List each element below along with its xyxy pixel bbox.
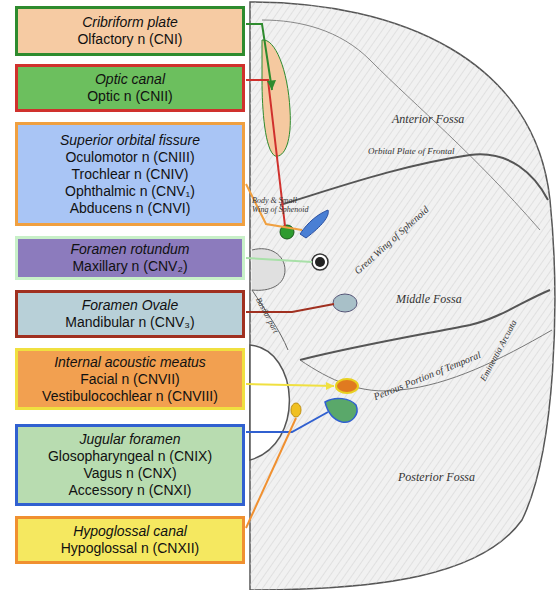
nerve-list: Optic n (CNII) <box>22 88 238 105</box>
foramen-box: Optic canalOptic n (CNII) <box>15 64 245 112</box>
foramen-name: Superior orbital fissure <box>22 132 238 149</box>
leader-line <box>246 412 328 432</box>
nerve-list: Maxillary n (CNV₂) <box>22 258 238 275</box>
foramen-box: Foramen OvaleMandibular n (CNV₃) <box>15 290 245 338</box>
foramen-name: Foramen rotundum <box>22 241 238 258</box>
nerve-line: Mandibular n (CNV₃) <box>22 314 238 331</box>
foramen-box: Hypoglossal canalHypoglossal n (CNXII) <box>15 516 245 564</box>
nerve-line: Vestibulocochlear n (CNVIII) <box>22 388 238 405</box>
nerve-line: Olfactory n (CNI) <box>22 31 238 48</box>
foramen-name: Optic canal <box>22 71 238 88</box>
anatomy-label: Anterior Fossa <box>392 112 464 127</box>
foramen-box: Cribriform plateOlfactory n (CNI) <box>15 6 245 56</box>
foramen-ovale <box>333 294 357 312</box>
nerve-list: Olfactory n (CNI) <box>22 31 238 48</box>
nerve-list: Glosopharyngeal n (CNIX) Vagus n (CNX) A… <box>22 448 238 499</box>
nerve-line: Oculomotor n (CNIII) <box>22 149 238 166</box>
superior-orbital-fissure <box>300 210 328 238</box>
nerve-line: Optic n (CNII) <box>22 88 238 105</box>
foramen-name: Cribriform plate <box>22 14 238 31</box>
anatomy-label: Middle Fossa <box>396 292 462 307</box>
nerve-line: Trochlear n (CNIV) <box>22 166 238 183</box>
leader-line <box>246 418 296 528</box>
foramen-box: Foramen rotundumMaxillary n (CNV₂) <box>15 236 245 280</box>
jugular-foramen <box>325 398 357 422</box>
skull-shading <box>250 2 555 590</box>
hypoglossal-canal <box>291 403 301 417</box>
arrow-head <box>326 382 334 390</box>
anatomy-label: Body & Small Wing of Sphenoid <box>252 196 314 214</box>
nerve-list: Hypoglossal n (CNXII) <box>22 540 238 557</box>
nerve-line: Hypoglossal n (CNXII) <box>22 540 238 557</box>
nerve-line: Accessory n (CNXI) <box>22 482 238 499</box>
foramen-box: Jugular foramenGlosopharyngeal n (CNIX) … <box>15 424 245 506</box>
internal-acoustic-meatus <box>336 379 358 393</box>
arrow-head <box>267 80 276 90</box>
nerve-line: Facial n (CNVII) <box>22 371 238 388</box>
anatomy-label: Orbital Plate of Frontal <box>368 146 454 156</box>
nerve-line: Ophthalmic n (CNV₁) <box>22 183 238 200</box>
foramen-name: Internal acoustic meatus <box>22 354 238 371</box>
foramen-rotundum <box>312 254 328 270</box>
sella-turcica <box>252 249 285 291</box>
nerve-list: Oculomotor n (CNIII) Trochlear n (CNIV) … <box>22 149 238 217</box>
foramen-box: Superior orbital fissureOculomotor n (CN… <box>15 122 245 226</box>
foramen-rotundum-core <box>315 257 325 267</box>
lesser-wing-ridge <box>280 154 548 205</box>
foramen-box: Internal acoustic meatusFacial n (CNVII)… <box>15 348 245 410</box>
nerve-list: Mandibular n (CNV₃) <box>22 314 238 331</box>
nerve-line: Vagus n (CNX) <box>22 465 238 482</box>
skull-outline <box>250 2 555 590</box>
leader-line <box>246 258 312 262</box>
foramen-name: Jugular foramen <box>22 431 238 448</box>
clivus <box>252 290 288 350</box>
anatomy-label: Posterior Fossa <box>398 470 475 485</box>
foramen-name: Foramen Ovale <box>22 297 238 314</box>
leader-line <box>246 384 334 386</box>
nerve-list: Facial n (CNVII) Vestibulocochlear n (CN… <box>22 371 238 405</box>
foramen-name: Hypoglossal canal <box>22 523 238 540</box>
nerve-line: Abducens n (CNVI) <box>22 200 238 217</box>
foramen-magnum <box>250 345 289 460</box>
nerve-line: Glosopharyngeal n (CNIX) <box>22 448 238 465</box>
nerve-line: Maxillary n (CNV₂) <box>22 258 238 275</box>
